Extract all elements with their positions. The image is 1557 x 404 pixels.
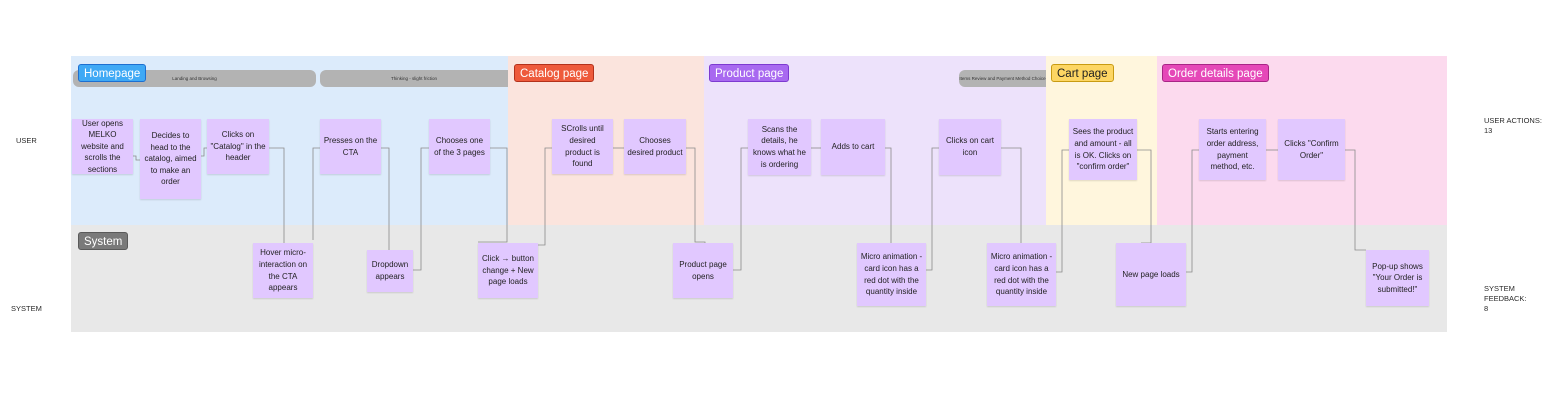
user-action-sticky: Adds to cart [821, 119, 885, 175]
row-label-user: USER [16, 136, 37, 145]
user-action-sticky: Chooses one of the 3 pages [429, 119, 490, 174]
user-action-sticky: Scans the details, he knows what he is o… [748, 119, 811, 175]
user-action-sticky: SCrolls until desired product is found [552, 119, 613, 174]
user-action-sticky: Sees the product and amount - all is OK.… [1069, 119, 1137, 180]
user-action-sticky: Chooses desired product [624, 119, 686, 174]
stat-system-feedback-count: 8 [1484, 304, 1489, 314]
user-action-sticky: User opens MELKO website and scrolls the… [72, 119, 133, 174]
stat-system-feedback: SYSTEM FEEDBACK: 8 [1484, 284, 1557, 314]
user-action-sticky: Clicks on cart icon [939, 119, 1001, 175]
user-action-sticky: Clicks on "Catalog" in the header [207, 119, 269, 174]
section-tag-cart: Cart page [1051, 64, 1114, 82]
system-feedback-sticky: Product page opens [673, 243, 733, 298]
user-action-sticky: Clicks "Confirm Order" [1278, 119, 1345, 180]
stat-user-actions: USER ACTIONS: 13 [1484, 116, 1542, 136]
user-action-sticky: Starts entering order address, payment m… [1199, 119, 1266, 180]
system-feedback-sticky: Pop-up shows "Your Order is submitted!" [1366, 250, 1429, 306]
system-feedback-sticky: New page loads [1116, 243, 1186, 306]
user-action-sticky: Presses on the CTA [320, 119, 381, 174]
system-feedback-sticky: Hover micro-interaction on the CTA appea… [253, 243, 313, 298]
section-tag-homepage: Homepage [78, 64, 147, 82]
user-action-sticky: Decides to head to the catalog, aimed to… [140, 119, 201, 199]
system-feedback-sticky: Micro animation - card icon has a red do… [857, 243, 926, 306]
section-tag-product: Product page [709, 64, 790, 82]
phase-bar-thinking: Thinking - slight friction [320, 70, 508, 87]
section-tag-system: System [78, 232, 129, 250]
system-feedback-sticky: Micro animation - card icon has a red do… [987, 243, 1056, 306]
stat-user-actions-count: 13 [1484, 126, 1493, 136]
system-feedback-sticky: Click → button change + New page loads [478, 243, 538, 298]
phase-bar-items-review: Items Review and Payment Method Choice [959, 70, 1046, 87]
system-feedback-sticky: Dropdown appears [367, 250, 413, 292]
row-label-system: SYSTEM [11, 304, 42, 313]
stat-user-actions-label: USER ACTIONS: [1484, 116, 1542, 125]
section-tag-catalog: Catalog page [514, 64, 595, 82]
section-tag-order: Order details page [1162, 64, 1269, 82]
stat-system-feedback-label: SYSTEM FEEDBACK: [1484, 284, 1527, 304]
